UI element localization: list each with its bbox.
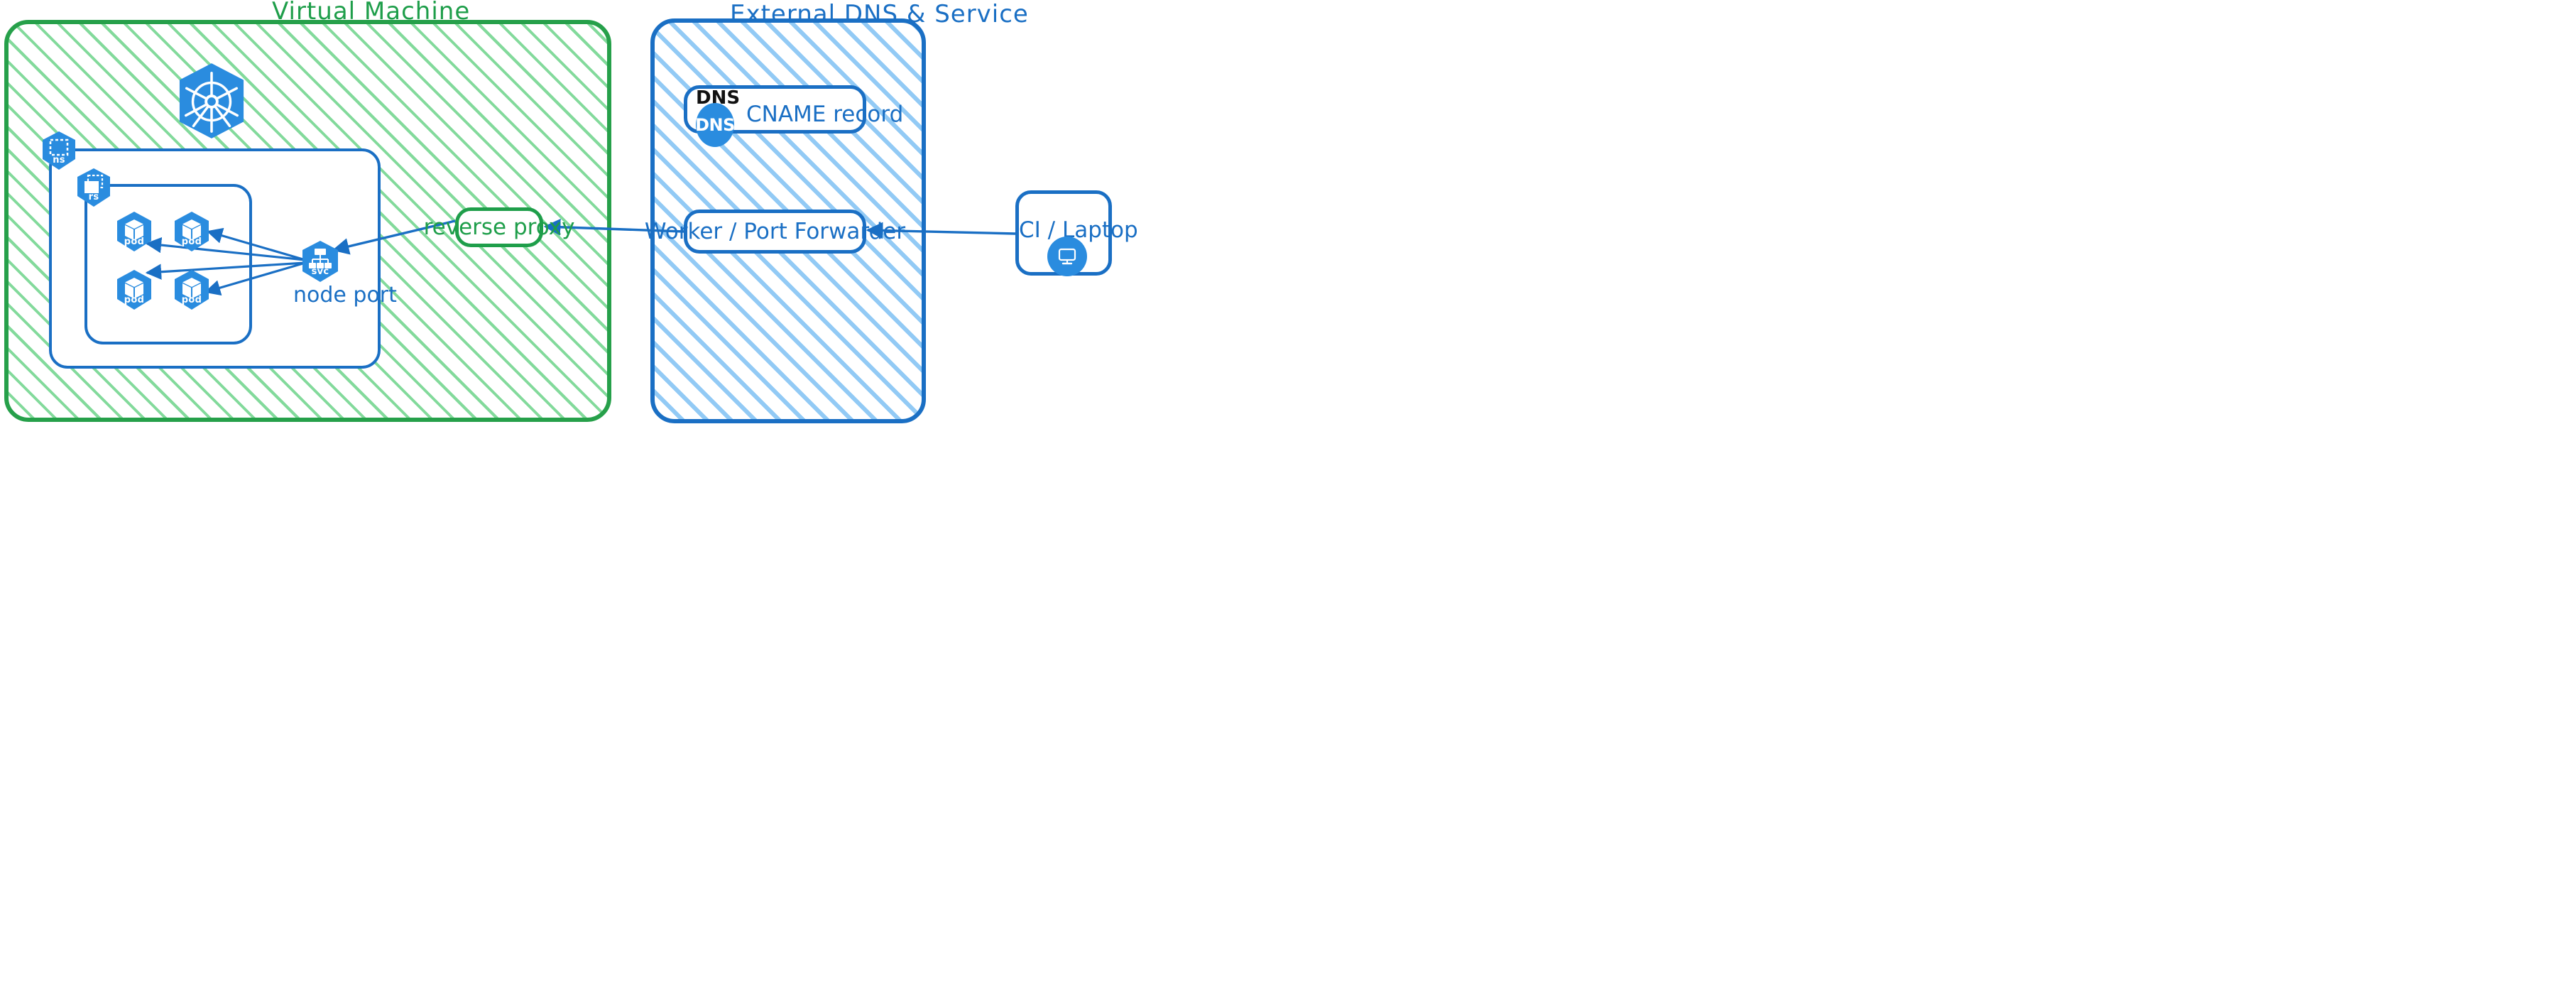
service-node[interactable]: svc — [301, 240, 339, 283]
dns-badge: DNS — [695, 103, 735, 147]
pod-icon — [175, 212, 209, 251]
pod-icon — [117, 270, 151, 310]
pod-label: pod — [124, 237, 145, 247]
edge-worker-to-reverse-proxy — [543, 218, 684, 236]
ci-laptop-card[interactable]: CI / Laptop — [1015, 190, 1138, 276]
ci-laptop-label: CI / Laptop — [1019, 217, 1138, 243]
dns-card[interactable]: DNS DNS CNAME record — [684, 85, 903, 147]
edge-svc-to-pod-3 — [145, 261, 306, 280]
replicaset-icon-node[interactable]: rs — [76, 168, 111, 207]
reverse-proxy-card[interactable]: reverse proxy — [424, 207, 574, 247]
connector-arrows — [145, 218, 1016, 296]
edge-svc-to-pod-4 — [204, 261, 306, 296]
namespace-icon — [43, 131, 75, 170]
pod-node-4[interactable]: pod — [173, 269, 210, 310]
edge-svc-to-pod-2 — [206, 227, 306, 261]
edge-ci-laptop-to-worker — [866, 222, 1016, 239]
cname-record-label: CNAME record — [746, 102, 904, 127]
replicaset-label: rs — [88, 192, 99, 202]
pod-node-2[interactable]: pod — [173, 211, 210, 252]
namespace-label: ns — [53, 155, 65, 165]
desktop-monitor-badge — [1047, 237, 1087, 276]
worker-port-forwarder-label: Worker / Port Forwarder — [644, 219, 906, 244]
reverse-proxy-label: reverse proxy — [423, 214, 575, 240]
replicaset-box[interactable] — [84, 184, 252, 344]
service-label: svc — [311, 266, 329, 277]
replicaset-icon — [77, 168, 110, 207]
pod-node-3[interactable]: pod — [116, 269, 153, 310]
pod-label: pod — [181, 295, 202, 305]
namespace-icon-node[interactable]: ns — [41, 131, 77, 170]
node-port-caption: node port — [293, 283, 397, 308]
pod-node-1[interactable]: pod — [116, 211, 153, 252]
pod-icon — [117, 212, 151, 251]
worker-port-forwarder-card[interactable]: Worker / Port Forwarder — [645, 210, 905, 254]
kubernetes-wheel-icon — [179, 63, 244, 139]
desktop-monitor-icon — [1058, 248, 1076, 265]
service-icon — [302, 241, 338, 282]
pod-label: pod — [124, 295, 145, 305]
edge-reverse-proxy-to-svc — [332, 219, 456, 255]
pod-icon — [175, 270, 209, 310]
edge-svc-to-pod-1 — [145, 237, 306, 261]
pod-label: pod — [181, 237, 202, 247]
kubernetes-logo — [177, 62, 246, 140]
